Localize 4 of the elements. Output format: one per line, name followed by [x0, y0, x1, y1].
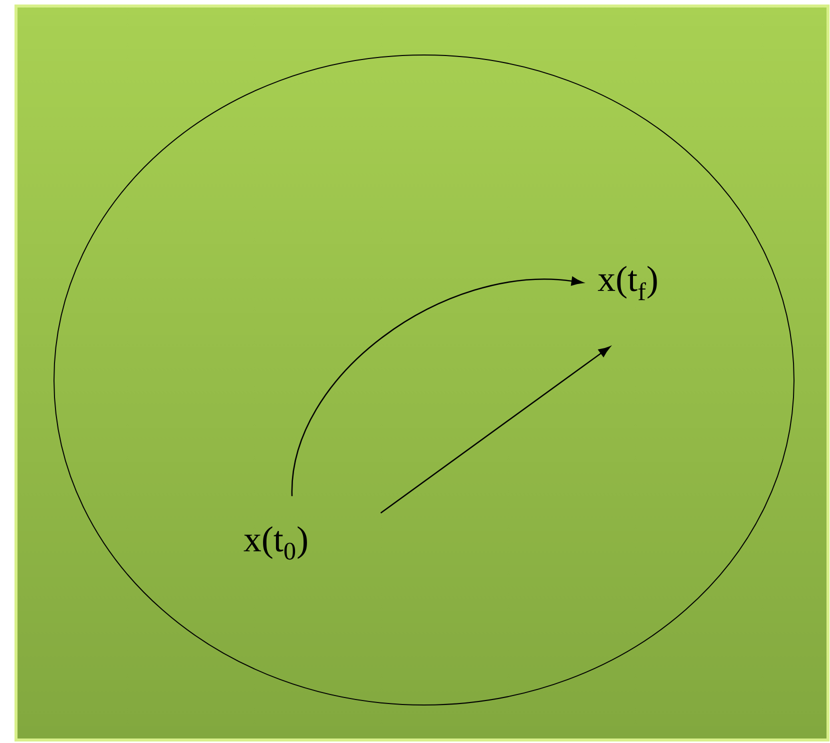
state-label: x(t$_{f}$)	[598, 266, 657, 300]
arrow	[291, 276, 584, 496]
state-label: x(t$_{0}$)	[244, 526, 307, 560]
arrow	[380, 346, 610, 514]
